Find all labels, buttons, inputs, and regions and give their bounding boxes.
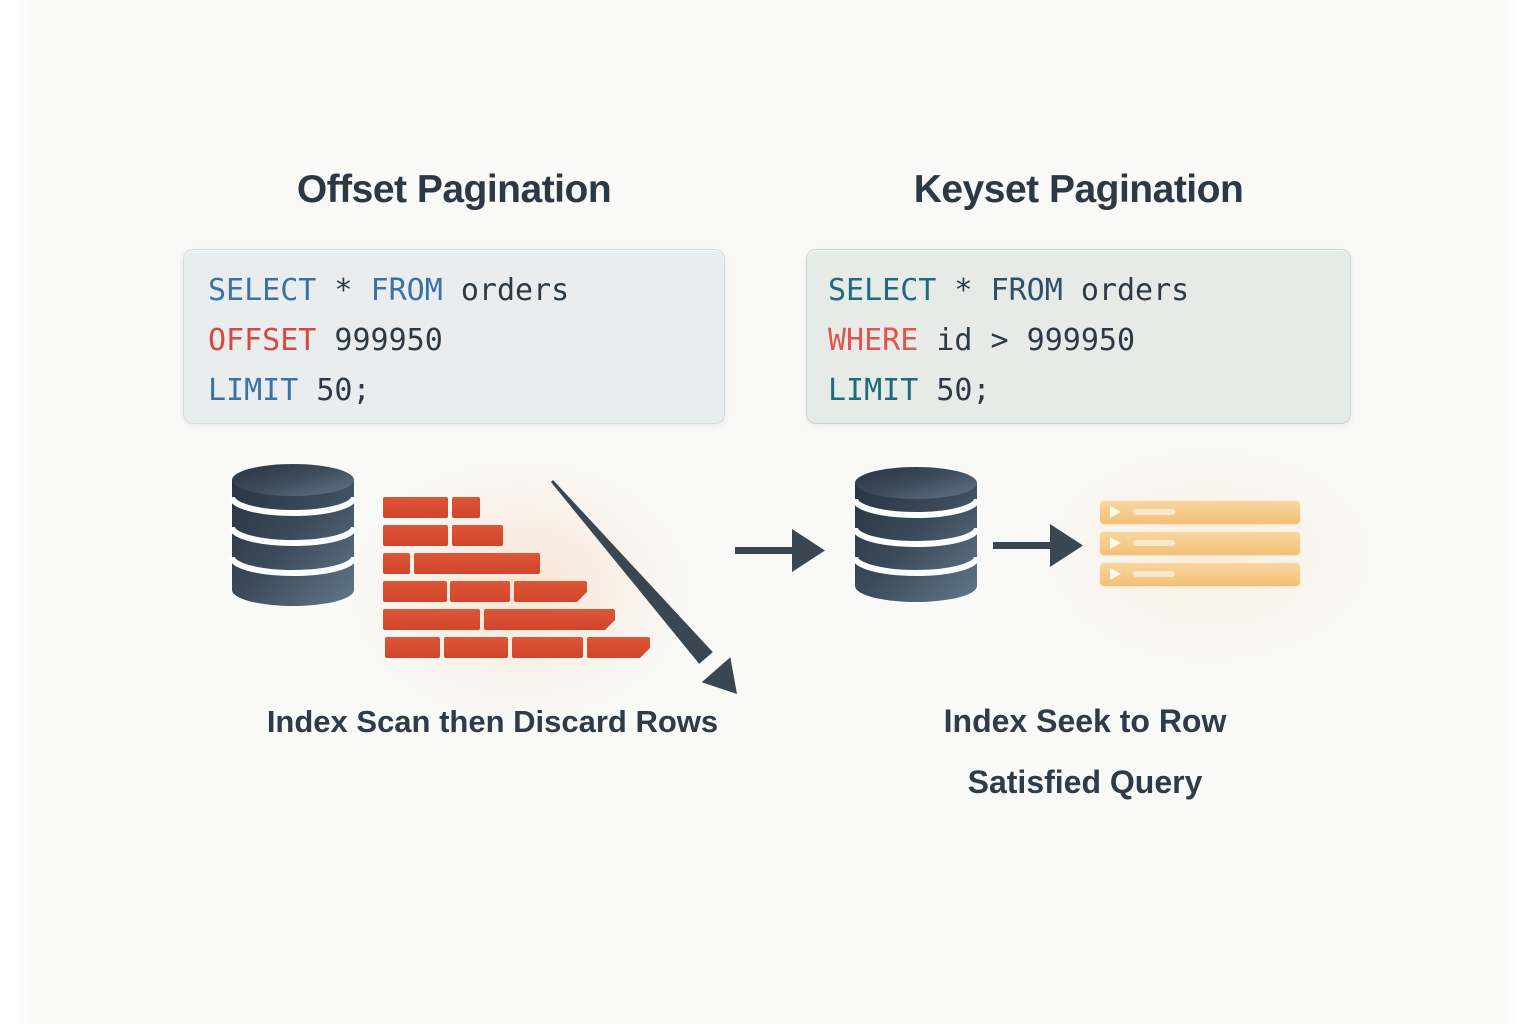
brick [383,581,447,602]
sql-keyword: SELECT [208,273,317,308]
brick [452,497,480,518]
sql-text: orders [1062,273,1190,308]
brick [414,553,540,574]
brick [450,581,510,602]
brick [484,609,615,630]
result-row [1100,562,1300,586]
code-line-limit: LIMIT 50; [828,366,1350,416]
brick [514,581,587,602]
result-row [1100,531,1300,555]
result-rows-icon [1100,500,1300,590]
sql-keyword: LIMIT [208,373,299,408]
sql-keyword: FROM [990,273,1063,308]
declining-arrow-icon [520,460,780,720]
sql-text: 50; [298,373,371,408]
code-line-select: SELECT * FROM orders [208,266,724,316]
keyset-caption-line1: Index Seek to Row [943,703,1227,739]
offset-caption: Index Scan then Discard Rows [266,704,719,739]
brick [383,609,480,630]
sql-keyword: FROM [370,273,443,308]
offset-database-icon [229,463,357,608]
sql-text: 50; [918,373,991,408]
offset-code-block: SELECT * FROM orders OFFSET 999950 LIMIT… [183,249,725,424]
play-triangle-icon [1110,537,1121,549]
sql-keyword: SELECT [828,273,937,308]
brick [444,637,508,658]
arrow-to-rows-icon [993,522,1083,568]
sql-text: id > 999950 [918,323,1136,358]
code-line-select: SELECT * FROM orders [828,266,1350,316]
sql-keyword: WHERE [828,323,919,358]
code-line-offset: OFFSET 999950 [208,316,724,366]
sql-keyword: LIMIT [828,373,919,408]
sql-text: * [936,273,991,308]
keyset-caption-line2: Satisfied Query [967,764,1203,800]
result-row [1100,500,1300,524]
brick [383,497,448,518]
brick-wall-icon [383,497,651,662]
sql-keyword: OFFSET [208,323,317,358]
brick [587,637,650,658]
sql-text: orders [442,273,570,308]
keyset-pagination-title: Keyset Pagination [913,168,1244,211]
play-triangle-icon [1110,506,1121,518]
sql-text: * [316,273,371,308]
row-text-line [1133,509,1175,515]
code-line-limit: LIMIT 50; [208,366,724,416]
arrow-to-database-icon [735,527,825,573]
row-text-line [1133,540,1175,546]
keyset-code-block: SELECT * FROM orders WHERE id > 999950 L… [806,249,1351,424]
brick [383,525,448,546]
code-line-where: WHERE id > 999950 [828,316,1350,366]
brick [452,525,503,546]
offset-pagination-title: Offset Pagination [296,168,612,211]
sql-text: 999950 [316,323,443,358]
row-text-line [1133,571,1175,577]
play-triangle-icon [1110,568,1121,580]
keyset-database-icon [852,466,980,604]
brick [383,553,410,574]
brick [512,637,583,658]
brick [385,637,440,658]
